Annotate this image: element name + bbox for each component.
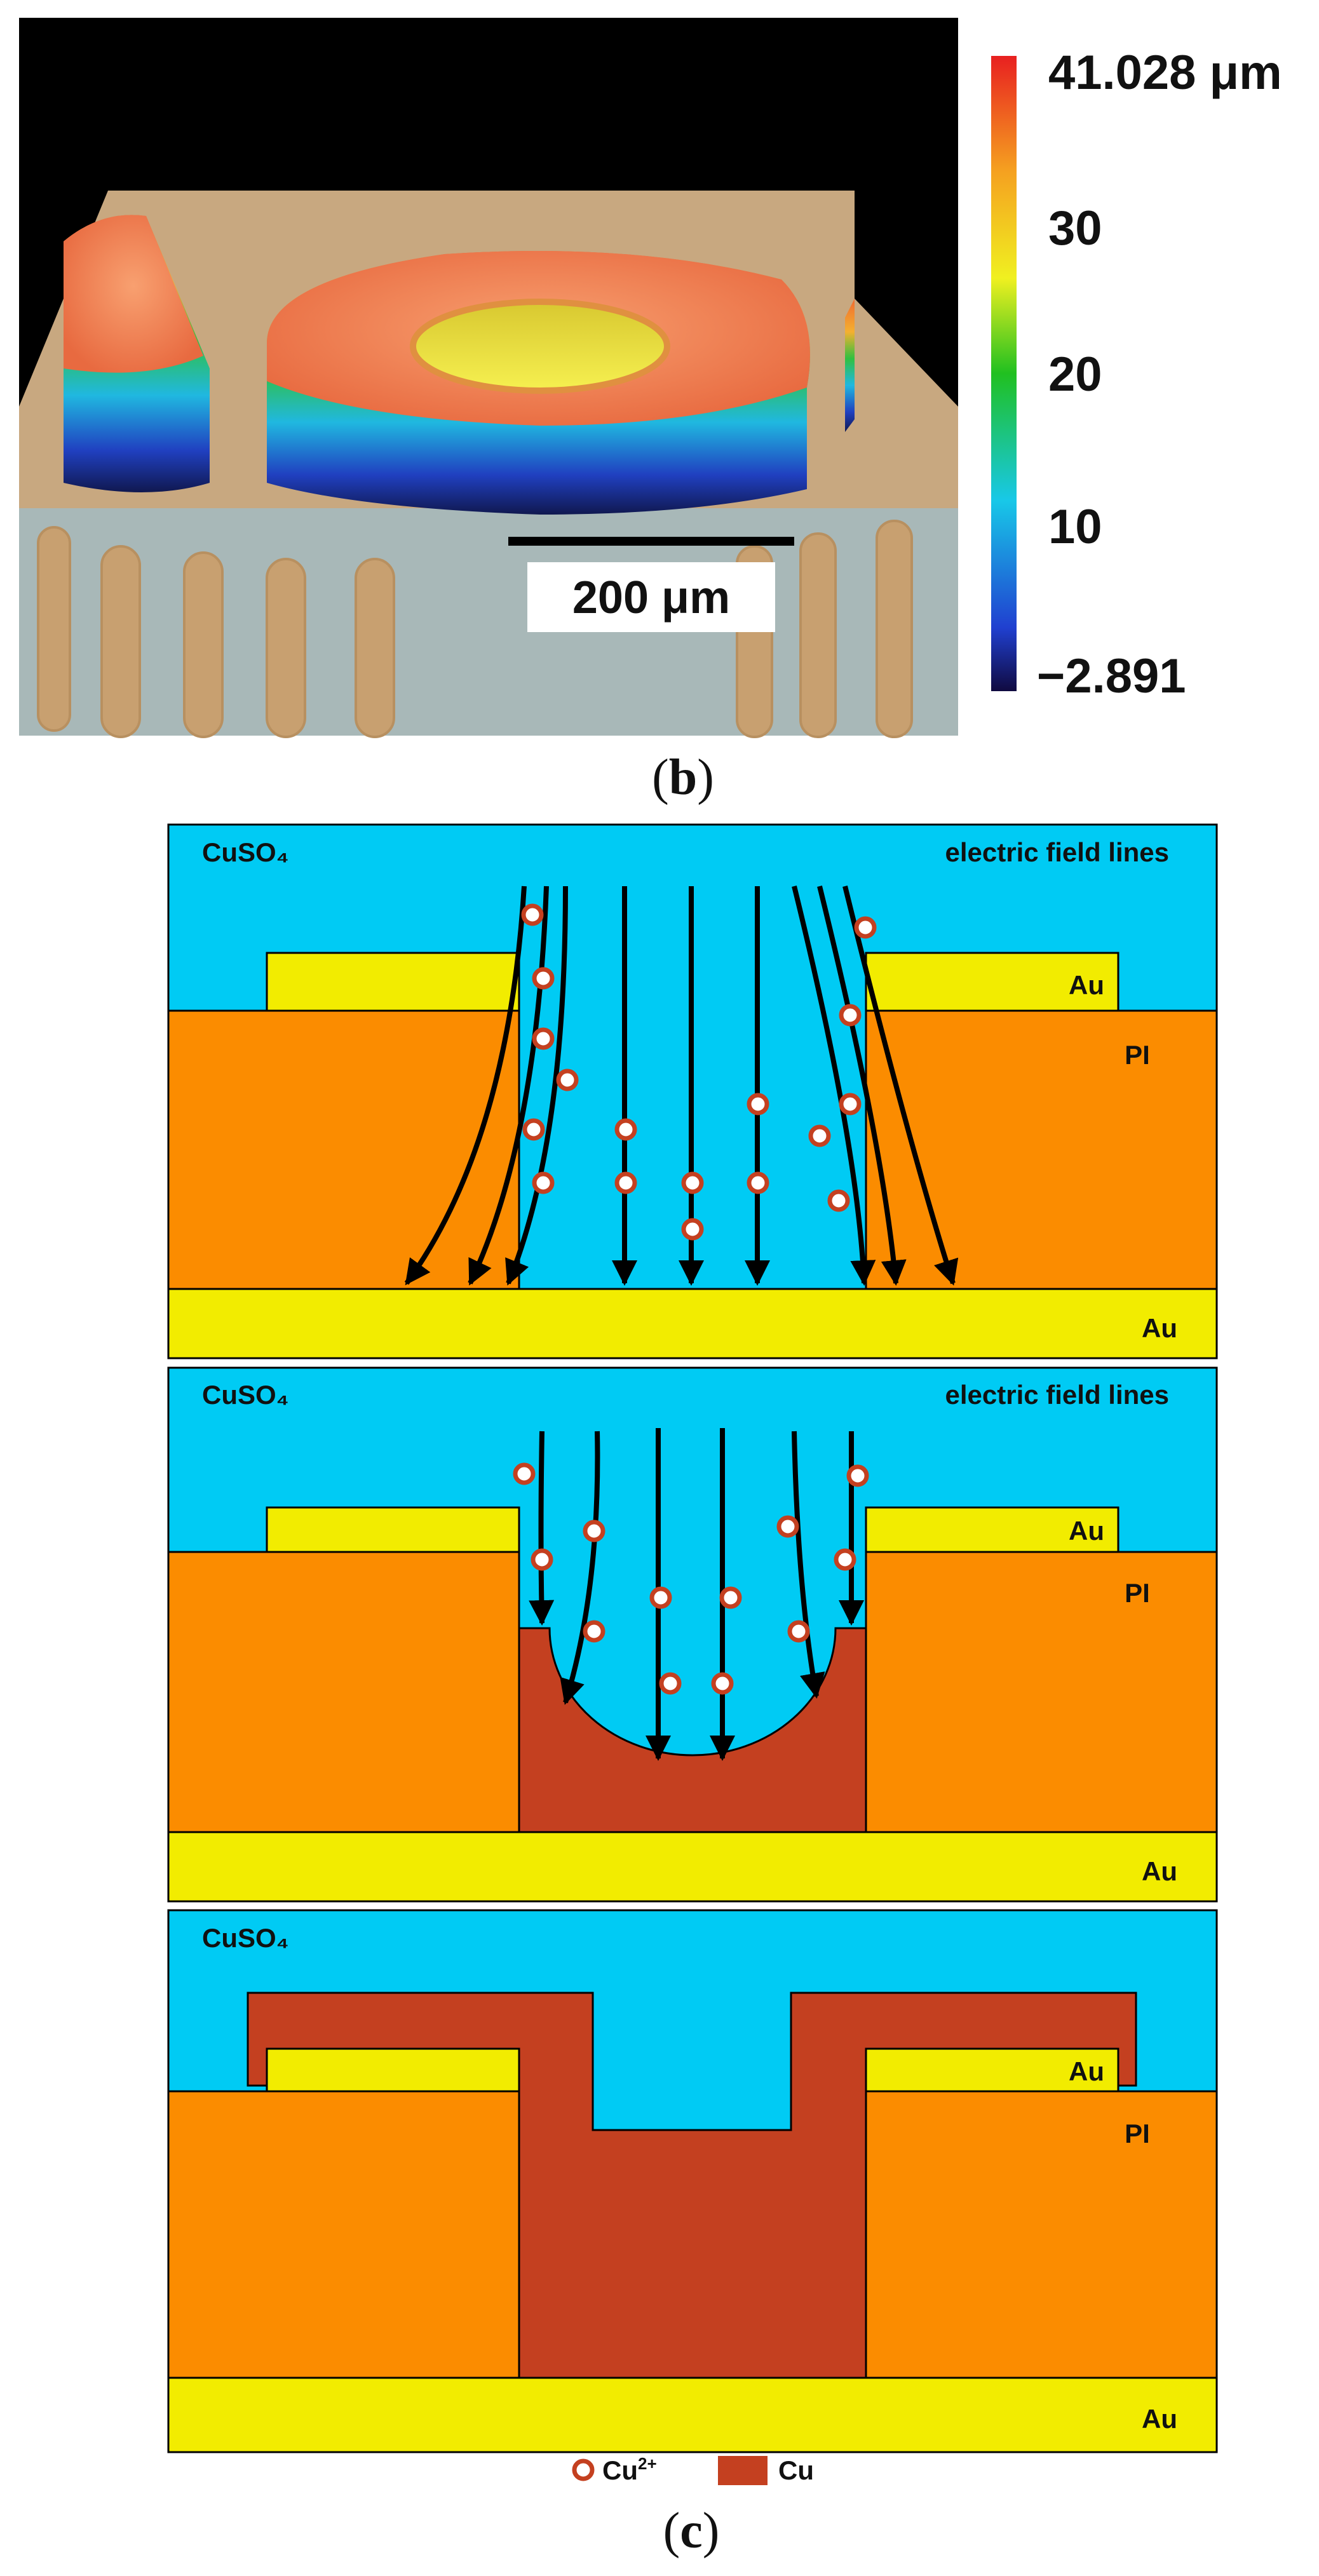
stage-2-top-gold-label: Au [1069,1516,1104,1546]
colorbar-tick-20: 20 [1048,347,1102,401]
stage-3-diagram: CuSO₄ Au PI Au [167,1909,1218,2453]
stage-1-bottom-gold-label: Au [1142,1313,1177,1343]
stage-3-top-gold-right [865,2047,1119,2093]
left-bump-top [64,215,203,373]
scale-bar-label: 200 μm [572,572,730,623]
stage-3-top-gold-left [266,2047,520,2093]
stage-1-electrolyte-label: CuSO₄ [202,837,289,867]
colorbar-min-label: −2.891 [1037,649,1186,703]
stage-3-electrolyte-label: CuSO₄ [202,1923,289,1953]
stage-1-field-lines [404,886,959,1286]
scale-bar-label-box [527,562,775,632]
stage-1-ions [521,903,877,1241]
right-bump [845,299,855,432]
stage-3-polyimide-label: PI [1125,2119,1150,2148]
stage-1-bottom-gold [167,1288,1218,1359]
stage-3-bottom-gold-label: Au [1142,2404,1177,2434]
stage-3-bottom-gold [167,2377,1218,2453]
stage-2-polyimide-label: PI [1125,1578,1150,1608]
stage-3-polyimide-left [167,2090,520,2379]
stage-3-top-gold-label: Au [1069,2056,1104,2086]
legend-ion-marker [572,2458,595,2481]
stage-2-ions [513,1462,869,1695]
stage-1-polyimide-right [865,1009,1218,1290]
panel-c-label: (c) [663,2503,720,2559]
legend: Cu2+ Cu [572,2454,814,2485]
legend-copper-swatch [718,2456,768,2485]
stage-2-polyimide-right [865,1551,1218,1833]
stage-3-polyimide-right [865,2090,1218,2379]
colorbar-tick-10: 10 [1048,500,1102,554]
stage-2-field-lines-label: electric field lines [945,1380,1170,1410]
colorbar-gradient-bar [991,56,1017,691]
panel-b-label: (b) [652,750,714,806]
stage-2-top-gold-right [865,1506,1119,1553]
stage-2-bottom-gold [167,1831,1218,1903]
stage-1-top-gold-label: Au [1069,970,1104,1000]
legend-copper-label: Cu [778,2455,814,2485]
stage-1-top-gold-right [865,952,1119,1012]
panel-b-micrograph: 200 μm [19,18,958,738]
main-bump-opening [410,299,670,394]
stage-1-field-lines-label: electric field lines [945,837,1170,867]
stage-1-polyimide-label: PI [1125,1040,1150,1070]
stage-1-polyimide-left [167,1009,520,1290]
legend-ion-label: Cu2+ [602,2454,657,2485]
colorbar: 41.028 μm 30 20 10 −2.891 [991,46,1282,703]
colorbar-max-label: 41.028 μm [1048,46,1282,100]
stage-1-diagram: CuSO₄ electric field lines Au PI Au [167,823,1218,1359]
stage-2-bottom-gold-label: Au [1142,1856,1177,1886]
stage-2-polyimide-left [167,1551,520,1833]
stage-2-top-gold-left [266,1506,520,1553]
scale-bar [508,537,794,546]
stage-1-top-gold-left [266,952,520,1012]
stage-2-diagram: CuSO₄ electric field lines Au PI Au [167,1366,1218,1903]
colorbar-tick-30: 30 [1048,201,1102,255]
stage-2-electrolyte-label: CuSO₄ [202,1380,289,1410]
